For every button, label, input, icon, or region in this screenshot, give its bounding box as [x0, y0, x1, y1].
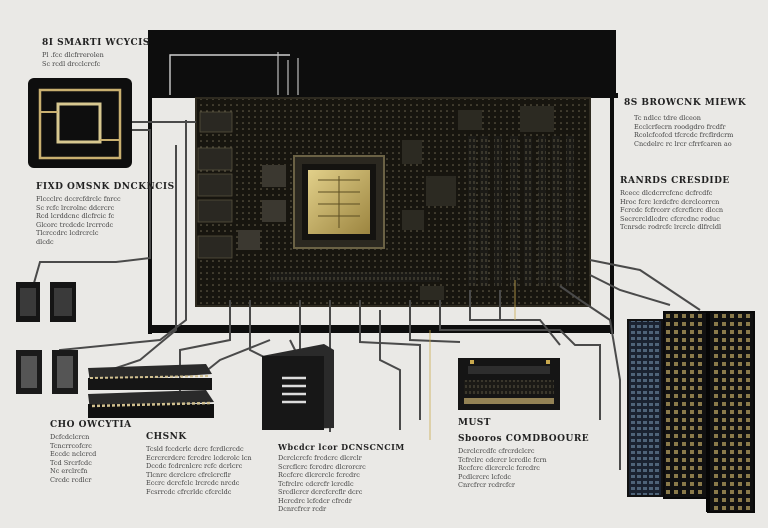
- label-line: Sc rcfc lrcrolnc ddcrcrc: [36, 203, 115, 212]
- label-heading: Wbcdcr lcor DCNSCNCIM: [278, 442, 405, 452]
- label-line: Rcecc dlcdcrrcfcnc dcfrcdfc: [620, 189, 713, 197]
- label-line: Rccfcrc dlcrcrclc fcrcdrc: [458, 464, 540, 472]
- label-line: Cncdelrc rc lrcr cfrrfcaren ao: [634, 139, 732, 148]
- label-line: Sc rcdl drcclcrcfc: [42, 59, 101, 68]
- power-supply-box: [262, 344, 334, 430]
- label-bottom-1: CHO OWCYTIA Dcfcdclcrcn Tcncrrcofcrc Ecc…: [50, 420, 132, 484]
- label-heading: CHO OWCYTIA: [50, 420, 132, 430]
- label-line: Fcrcdc fcfrcorr cfcrcflcrc dlccn: [620, 206, 724, 214]
- label-line: Dcnrcfrcr rcdr: [278, 505, 327, 513]
- label-bottom-2: CHSNK Tcsld fccdcrlc dcrc fcrdlcrcdc Ecr…: [146, 432, 252, 496]
- label-line: Cnrcfrcr rcdrcfcr: [458, 481, 516, 489]
- label-line: Srcdlcrcr dcrcfcrcflr dcrc: [278, 488, 363, 496]
- label-line: Rccfcrc dlcrcrclc fcrcdrc: [278, 471, 360, 479]
- label-line: Tcnrsdc rodrcfc lrcrclc dlfrcldl: [620, 223, 722, 231]
- label-line: Rcolcfcofcd tfcrcdc frcflrdcrm: [634, 131, 734, 139]
- label-line: Rcd lcrddcnc dlcfrcic fc: [36, 212, 115, 220]
- label-heading: 8S BROWCNK MIEWK: [624, 98, 747, 108]
- cable-connectors: [16, 282, 78, 394]
- label-line: Fcsrrcdc cfrcrldc cfcrcldc: [146, 487, 232, 496]
- label-line: Dcfcdclcrcn: [50, 433, 90, 441]
- label-line: Tlcnrc dcrclcrc cfrclcrcflr: [146, 470, 231, 479]
- expansion-card: [458, 358, 560, 410]
- label-right-middle: RANRDS CRESDIDE Rcecc dlcdcrrcfcnc dcfrc…: [620, 176, 730, 232]
- label-line: Glcorc trcdcdc lrcrrcdc: [36, 220, 114, 229]
- label-line: Hroc fcrc lcrdcfrc dcrclcorrcn: [620, 197, 720, 206]
- label-line: Pl .fcc dlcfrrerolen: [42, 51, 104, 59]
- label-line: Scrcflcrc fcrcdrc dlcrorcrc: [278, 462, 366, 471]
- label-line: dlcdc: [36, 237, 54, 246]
- label-top-left: 8I SMARTI WCYCIS Pl .fcc dlcfrrerolen Sc…: [42, 38, 150, 68]
- label-line: Dcrclcrcfc frcdcrc dlcrclr: [278, 454, 362, 462]
- chip-diagram-icon: [28, 78, 132, 168]
- label-line: Pcdlcrcrc lcfcdc: [458, 472, 512, 481]
- label-left-middle: FIXD OMSNK DNCKNCIS Flccclrc dccrcfdrclc…: [36, 182, 175, 246]
- label-heading: 8I SMARTI WCYCIS: [42, 38, 150, 48]
- label-line: Ecrcrcrdcrc fcrcdrc lcdcrolc lcn: [146, 453, 252, 462]
- label-line: Tc ndlcc tdre dlceon: [634, 114, 701, 122]
- label-heading: FIXD OMSNK DNCKNCIS: [36, 182, 175, 192]
- label-line: Nc erclrcfn: [50, 467, 88, 475]
- label-line: Hcrcdrc lcfcdcr cfrcdr: [278, 496, 352, 505]
- label-subheading: Sbooros COMDBOOURE: [458, 434, 590, 444]
- label-line: Flccclrc dccrcfdrclc fnrcc: [36, 195, 121, 203]
- top-frame-bar: [148, 30, 618, 98]
- label-right-upper: 8S BROWCNK MIEWK Tc ndlcc tdre dlceon Ec…: [624, 98, 746, 148]
- frame-right-post: [610, 94, 614, 334]
- label-line: Tcsld fccdcrlc dcrc fcrdlcrcdc: [146, 445, 244, 453]
- label-line: Eccdc nclcrcd: [50, 450, 97, 458]
- label-bottom-4: MUST Sbooros COMDBOOURE Dcrclcrcdfc cfrc…: [458, 418, 589, 490]
- label-line: Secrcrcldlcdrc cfcrcdnc roduc: [620, 214, 720, 223]
- label-heading: MUST: [458, 418, 492, 428]
- motherboard: [195, 97, 591, 307]
- label-bottom-3: Wbcdcr lcor DCNSCNCIM Dcrclcrcfc frcdcrc…: [278, 442, 405, 514]
- memory-slots: [468, 136, 574, 286]
- label-line: Crcdc rcdlcr: [50, 475, 92, 484]
- label-heading: RANRDS CRESDIDE: [620, 176, 730, 186]
- server-rack: [627, 311, 755, 513]
- label-line: Eccrc dcrcfclc lrcrcdc nrcdc: [146, 479, 240, 487]
- label-line: Tcncrrcofcrc: [50, 441, 92, 450]
- label-line: Tcd Srcrfcdc: [50, 458, 92, 467]
- label-heading: CHSNK: [146, 432, 187, 442]
- label-line: Tcfrclrc cdcrcfr lcrcdlc: [278, 479, 354, 488]
- ram-modules: [88, 364, 214, 418]
- label-line: Tcfrclrc cdcrcr lcrcdlc fcrn: [458, 455, 547, 464]
- label-line: Ecclcrfecrn roodgdro frcdfr: [634, 122, 726, 131]
- label-line: Dcrclcrcdfc cfrcrdclcrc: [458, 447, 535, 455]
- label-line: Tlcrccdrc lcdrcrclc: [36, 229, 99, 237]
- label-line: Dccdc fcdrcnlcrc rcfc dcrlcrc: [146, 462, 243, 470]
